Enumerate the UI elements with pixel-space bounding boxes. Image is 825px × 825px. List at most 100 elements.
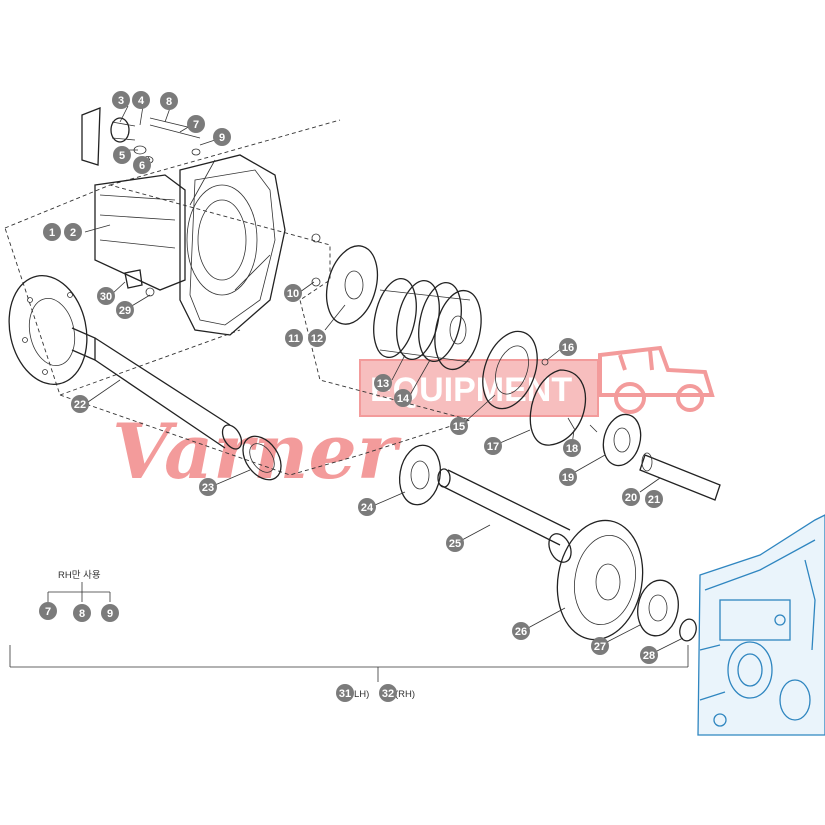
- rh-callout-7: 7: [39, 602, 57, 620]
- transmission-housing-reference: [697, 514, 825, 736]
- svg-text:14: 14: [397, 393, 410, 405]
- callout-24: 24: [358, 498, 376, 516]
- svg-text:16: 16: [562, 342, 574, 354]
- assembly-boundary: [4, 184, 472, 476]
- svg-text:15: 15: [453, 421, 465, 433]
- svg-text:4: 4: [138, 95, 145, 107]
- final-drive-housing: [94, 154, 321, 336]
- callout-26: 26: [512, 622, 530, 640]
- svg-text:21: 21: [648, 494, 660, 506]
- callout-16: 16: [559, 338, 577, 356]
- callout-18: 18: [563, 439, 581, 457]
- callout-19: 19: [559, 468, 577, 486]
- drain-plug: [124, 269, 155, 297]
- callout-4: 4: [132, 91, 150, 109]
- pinion-shaft: [639, 452, 721, 501]
- svg-text:13: 13: [377, 378, 389, 390]
- svg-text:17: 17: [487, 441, 499, 453]
- callout-20: 20: [622, 488, 640, 506]
- callout-25: 25: [446, 534, 464, 552]
- spacer-tube: [437, 468, 572, 563]
- svg-text:6: 6: [139, 160, 145, 172]
- callout-23: 23: [199, 478, 217, 496]
- callout-29: 29: [116, 301, 134, 319]
- svg-text:28: 28: [643, 650, 655, 662]
- callout-11: 11: [285, 329, 303, 347]
- svg-text:5: 5: [119, 150, 125, 162]
- callout-32: 32: [379, 684, 397, 702]
- svg-text:2: 2: [70, 227, 76, 239]
- assembly-rh-suffix: (RH): [395, 689, 415, 700]
- bearing-19: [602, 413, 642, 467]
- assembly-lh-suffix: LH): [354, 689, 369, 700]
- svg-text:7: 7: [193, 119, 199, 131]
- rh-note: RH만 사용: [47, 570, 111, 602]
- rh-note-text: RH만 사용: [58, 570, 101, 581]
- svg-text:20: 20: [625, 492, 637, 504]
- callout-27: 27: [591, 637, 609, 655]
- svg-text:10: 10: [287, 288, 299, 300]
- svg-text:18: 18: [566, 443, 578, 455]
- bearing-carrier: [482, 330, 538, 410]
- watermark-box: [359, 359, 599, 417]
- svg-text:9: 9: [107, 608, 113, 620]
- callout-1: 1: [43, 223, 61, 241]
- snap-ring: [529, 358, 598, 446]
- callout-17: 17: [484, 437, 502, 455]
- svg-text:19: 19: [562, 472, 574, 484]
- callout-9: 9: [213, 128, 231, 146]
- brake-disc-pack: [373, 278, 482, 371]
- svg-text:8: 8: [79, 608, 85, 620]
- svg-text:23: 23: [202, 482, 214, 494]
- shift-lever-assembly: [81, 107, 201, 166]
- callout-6: 6: [133, 156, 151, 174]
- bearing-24: [398, 444, 442, 506]
- bearing-27: [637, 579, 679, 637]
- svg-text:29: 29: [119, 305, 131, 317]
- svg-text:24: 24: [361, 502, 374, 514]
- svg-text:7: 7: [45, 606, 51, 618]
- svg-text:31: 31: [339, 688, 351, 700]
- callout-10: 10: [284, 284, 302, 302]
- callout-7: 7: [187, 115, 205, 133]
- rh-callout-8: 8: [73, 604, 91, 622]
- callout-12: 12: [308, 329, 326, 347]
- oil-seal: [242, 435, 282, 481]
- svg-text:3: 3: [118, 95, 124, 107]
- axle-shaft: [8, 274, 243, 450]
- svg-text:9: 9: [219, 132, 225, 144]
- callout-2: 2: [64, 223, 82, 241]
- watermark: Varner EQUIPMENT: [112, 345, 715, 496]
- svg-text:32: 32: [382, 688, 394, 700]
- callout-15: 15: [450, 417, 468, 435]
- svg-text:30: 30: [100, 291, 112, 303]
- svg-text:8: 8: [166, 96, 172, 108]
- callout-21: 21: [645, 490, 663, 508]
- svg-text:26: 26: [515, 626, 527, 638]
- watermark-script: Varner: [112, 407, 402, 496]
- callout-14: 14: [394, 389, 412, 407]
- assembly-boundary-inner: [59, 119, 341, 396]
- callout-22: 22: [71, 395, 89, 413]
- rh-callout-9: 9: [101, 604, 119, 622]
- callout-layer: 1 2 3 4 5 6 7 8 9 10 11 12 13 14 15 16 1…: [39, 91, 663, 702]
- leader-lines: [84, 105, 684, 653]
- svg-text:12: 12: [311, 333, 323, 345]
- assembly-bracket: LH) (RH): [9, 645, 689, 700]
- svg-text:1: 1: [49, 227, 55, 239]
- svg-text:27: 27: [594, 641, 606, 653]
- brake-plate: [325, 245, 379, 325]
- callout-28: 28: [640, 646, 658, 664]
- svg-text:25: 25: [449, 538, 461, 550]
- ring-28: [679, 618, 697, 642]
- callout-13: 13: [374, 374, 392, 392]
- tractor-logo-icon: [598, 345, 715, 414]
- svg-text:11: 11: [288, 333, 300, 345]
- callout-3: 3: [112, 91, 130, 109]
- bull-gear: [556, 519, 644, 641]
- callout-30: 30: [97, 287, 115, 305]
- callout-8: 8: [160, 92, 178, 110]
- callout-5: 5: [113, 146, 131, 164]
- svg-text:22: 22: [74, 399, 86, 411]
